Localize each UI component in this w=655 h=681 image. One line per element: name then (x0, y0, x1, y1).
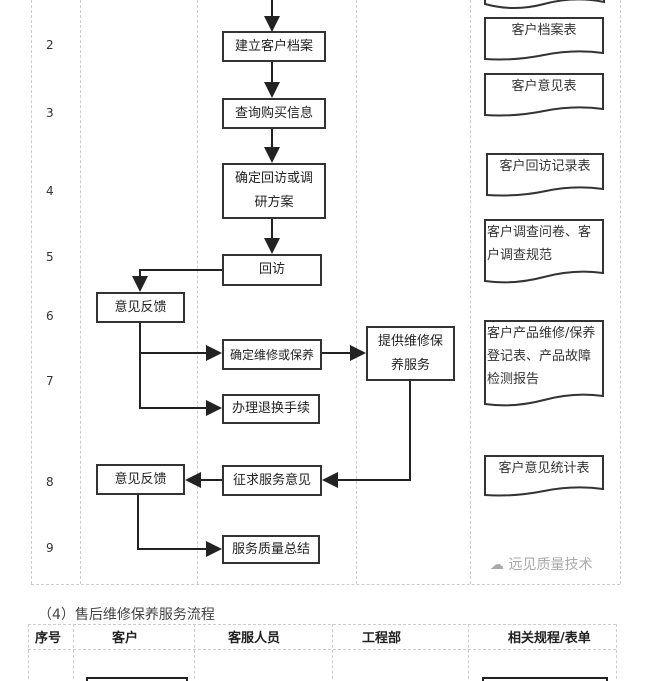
grid-line (28, 624, 29, 681)
grid-line (468, 624, 469, 681)
grid-line (31, 0, 32, 584)
document-label: 客户档案表 (511, 23, 577, 38)
document-label: 客户回访记录表 (499, 159, 591, 174)
grid-line (28, 624, 616, 625)
header-customer: 客户 (112, 631, 139, 646)
visit-box: 回访 (222, 254, 322, 286)
feedback-box: 意见反馈 (96, 292, 185, 323)
document-opinion-stats: 客户意见统计表 (484, 455, 604, 501)
header-forms: 相关规程/表单 (508, 631, 591, 646)
header-service-staff: 客服人员 (228, 631, 281, 646)
document-label: 客户意见表 (511, 79, 577, 94)
row-number: 3 (46, 106, 54, 120)
grid-line (356, 0, 357, 584)
flow-box-partial (86, 677, 188, 681)
grid-line (470, 0, 471, 584)
row-number: 7 (46, 374, 54, 388)
row-number: 9 (46, 541, 54, 555)
grid-line (197, 0, 198, 584)
provide-service-box: 提供维修保养服务 (366, 326, 455, 381)
create-file-box: 建立客户档案 (222, 31, 326, 62)
confirm-repair-box: 确定维修或保养 (222, 339, 322, 370)
row-number: 5 (46, 250, 54, 264)
header-engineering: 工程部 (362, 631, 402, 646)
document-visit-record: 客户回访记录表 (486, 153, 604, 201)
wechat-icon: ☁ (490, 557, 509, 573)
section-title: （4）售后维修保养服务流程 (38, 607, 215, 623)
grid-line (332, 624, 333, 681)
grid-line (31, 584, 620, 585)
grid-line (73, 624, 74, 681)
summary-box: 服务质量总结 (222, 535, 320, 564)
document-customer-file: 客户档案表 (484, 17, 604, 65)
grid-line (620, 0, 621, 584)
row-number: 6 (46, 309, 54, 323)
row-number: 2 (46, 38, 54, 52)
feedback-box: 意见反馈 (96, 464, 185, 495)
grid-line (28, 649, 616, 650)
watermark-text: 远见质量技术 (508, 557, 593, 573)
query-purchase-box: 查询购买信息 (222, 98, 326, 129)
grid-line (194, 624, 195, 681)
document-shape (484, 0, 605, 9)
row-number: 8 (46, 475, 54, 489)
document-label: 客户意见统计表 (498, 461, 590, 476)
row-number: 4 (46, 184, 54, 198)
document-label: 客户调查问卷、客户调查规范 (487, 225, 592, 263)
header-index: 序号 (35, 631, 62, 646)
plan-box: 确定回访或调研方案 (222, 163, 326, 219)
document-survey: 客户调查问卷、客户调查规范 (484, 219, 604, 289)
document-partial (482, 677, 608, 681)
watermark: ☁ 远见质量技术 (490, 554, 592, 574)
document-label: 客户产品维修/保养登记表、产品故障检测报告 (487, 326, 596, 387)
solicit-opinion-box: 征求服务意见 (222, 465, 322, 496)
grid-line (616, 624, 617, 681)
document-opinion: 客户意见表 (484, 73, 604, 121)
document-repair-record: 客户产品维修/保养登记表、产品故障检测报告 (484, 320, 604, 412)
grid-line (80, 0, 81, 584)
return-exchange-box: 办理退换手续 (222, 394, 320, 424)
flow-connectors (132, 0, 411, 557)
